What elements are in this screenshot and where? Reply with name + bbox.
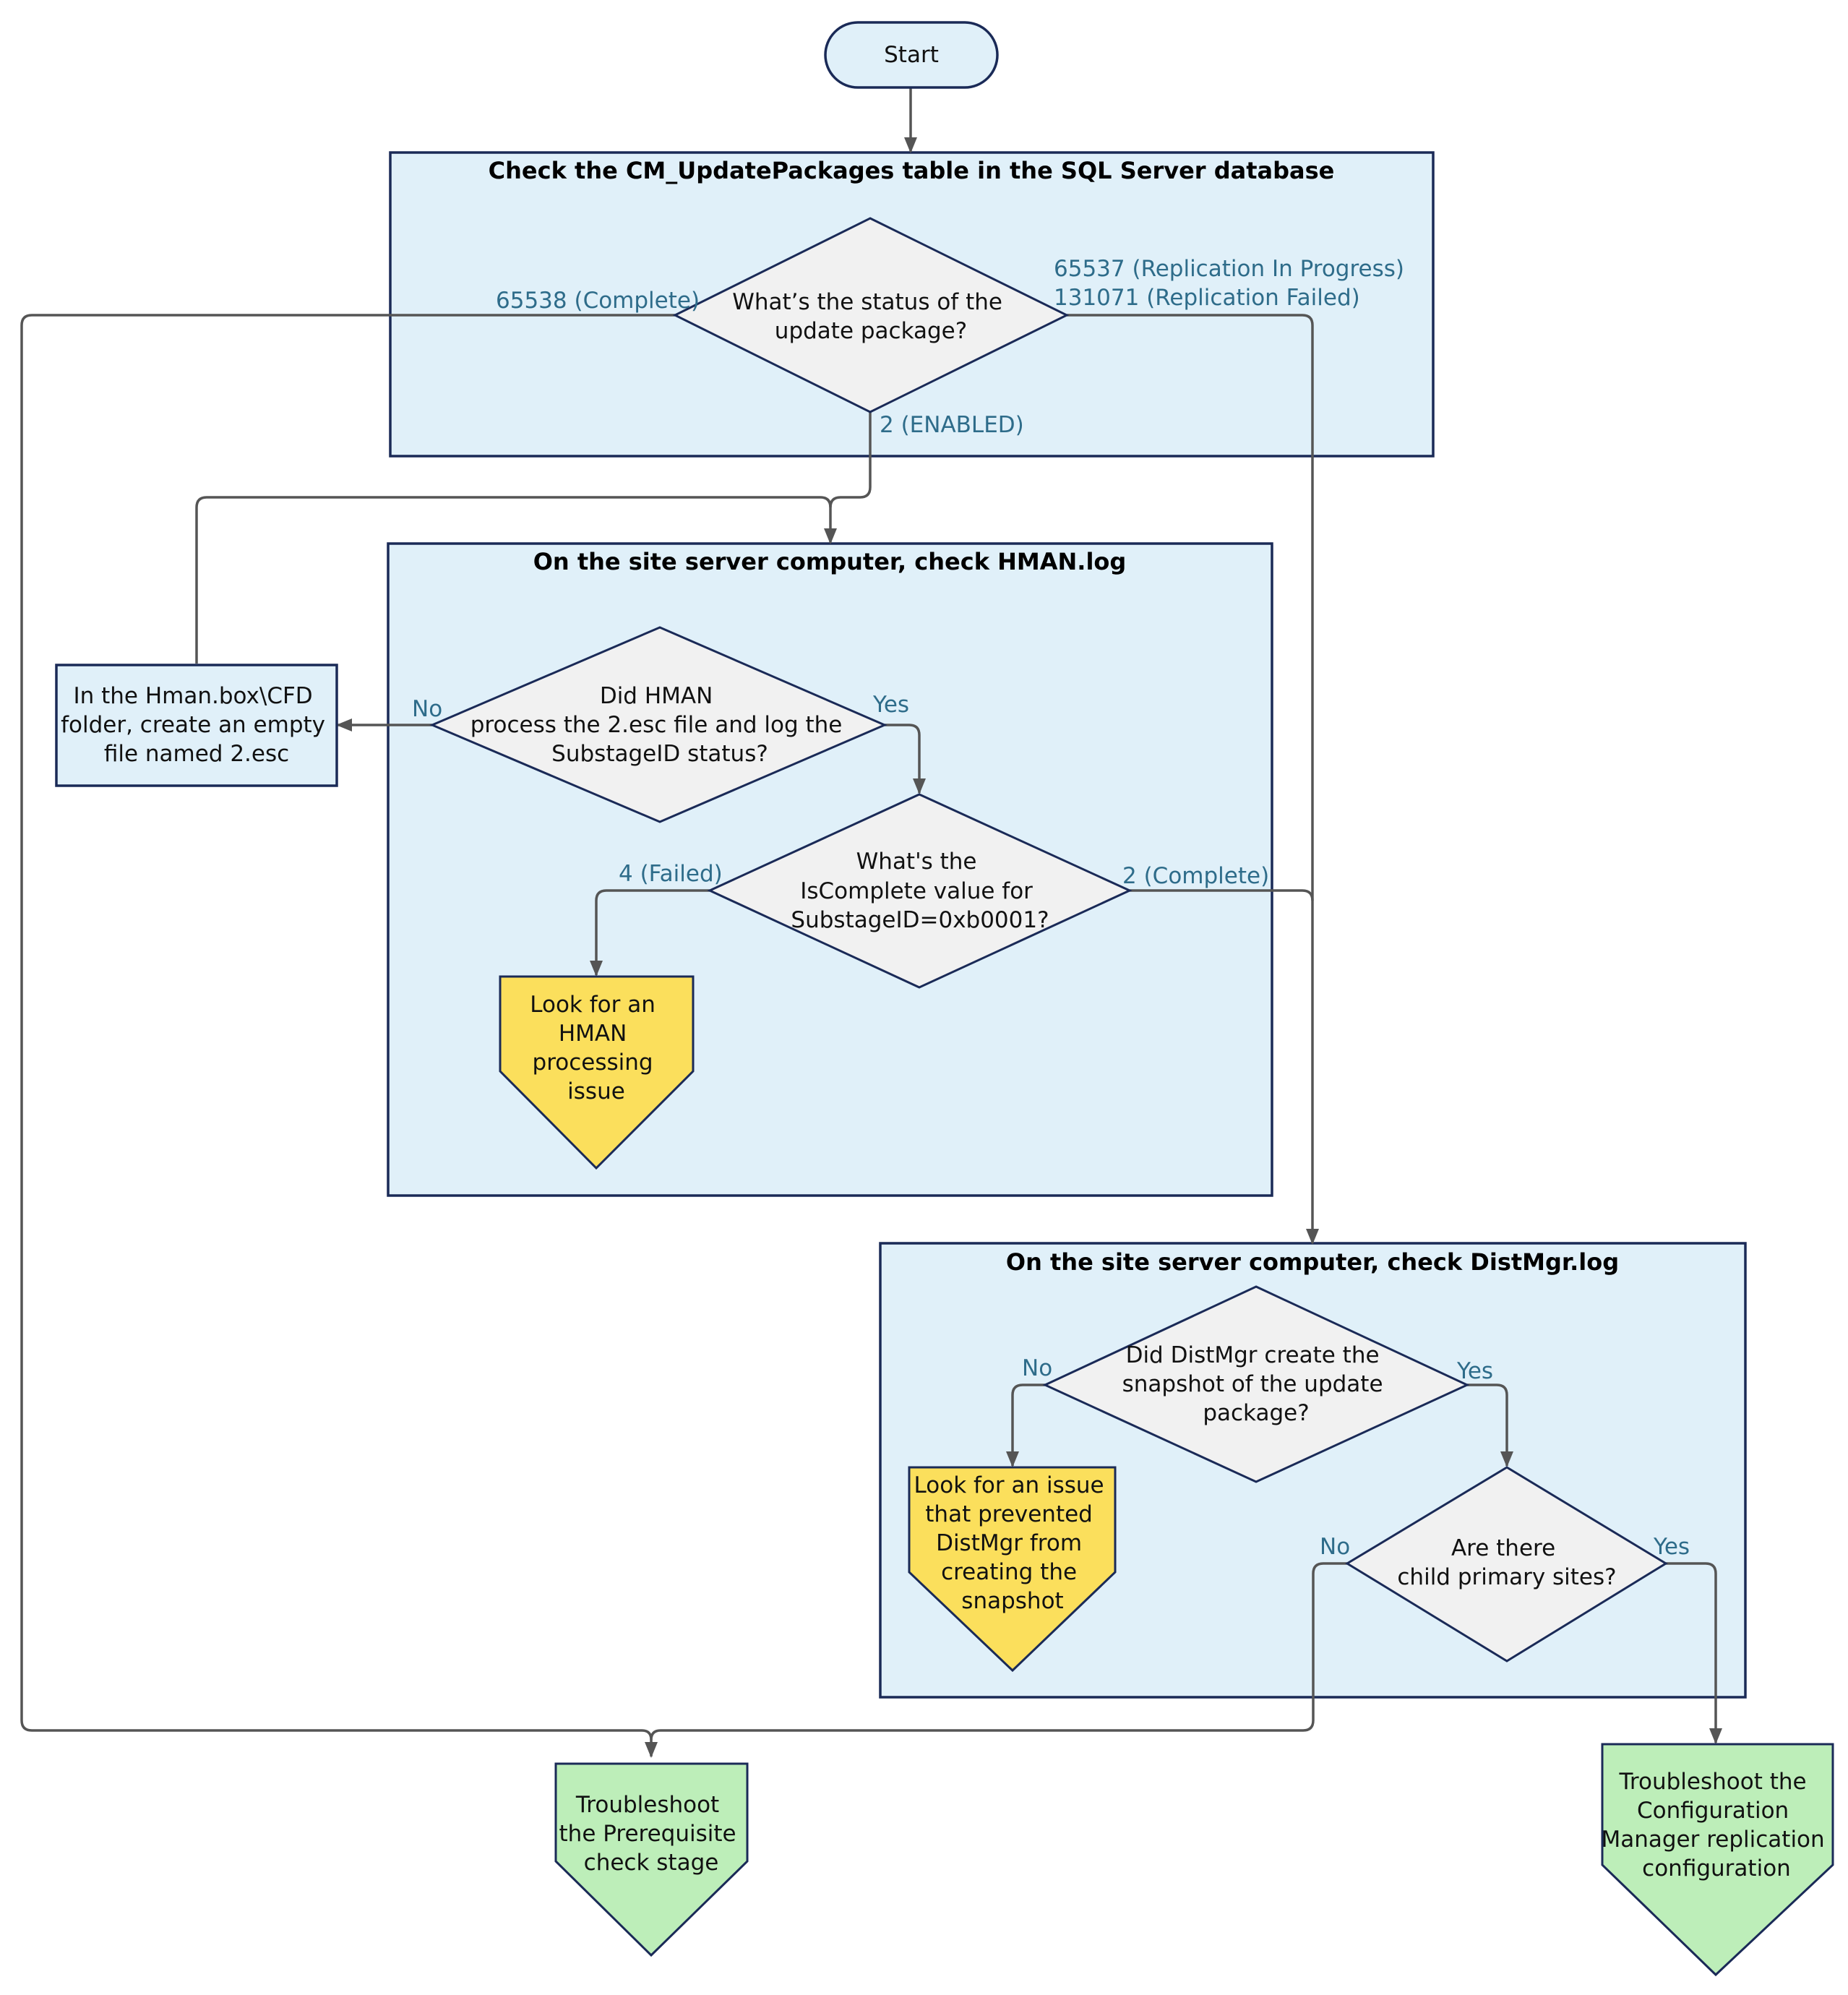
replication-outcome-node: Troubleshoot the Configuration Manager r… (1601, 1743, 1834, 1977)
label-snapshot-yes: Yes (1456, 1358, 1493, 1384)
edge-replication-to-distmgr (1067, 314, 1319, 1245)
label-4-failed: 4 (Failed) (619, 861, 723, 887)
edge-createfile-to-hman (195, 496, 832, 664)
hman-issue-node: Look for an HMAN processing issue (499, 975, 695, 1170)
label-65537-in-progress: 65537 (Replication In Progress) (1054, 256, 1404, 282)
edge-snapshot-yes (1467, 1383, 1513, 1467)
decision-snapshot: Did DistMgr create the snapshot of the u… (1042, 1285, 1470, 1483)
distmgr-issue-text: Look for an issue that prevented DistMgr… (914, 1472, 1112, 1614)
create-empty-file-text: In the Hman.box\CFD folder, create an em… (61, 683, 332, 767)
decision-child-sites: Are there child primary sites? (1345, 1466, 1668, 1662)
edge-complete-to-prereq (20, 314, 675, 1758)
prerequisite-outcome-text: Troubleshoot the Prerequisite check stag… (559, 1792, 744, 1876)
edge-snapshot-no (1006, 1383, 1045, 1467)
label-snapshot-no: No (1022, 1355, 1052, 1381)
label-131071-failed: 131071 (Replication Failed) (1054, 285, 1360, 311)
hman-issue-text: Look for an HMAN processing issue (530, 992, 662, 1104)
decision-update-status-text: What’s the status of the update package? (732, 289, 1010, 344)
sql-check-container: Check the CM_UpdatePackages table in the… (389, 151, 1435, 458)
label-hman-yes: Yes (872, 692, 909, 718)
sql-check-title: Check the CM_UpdatePackages table in the… (489, 157, 1335, 184)
edge-hman-yes (885, 724, 926, 794)
edge-failed-to-issue (590, 889, 710, 977)
label-hman-no: No (412, 696, 442, 722)
decision-child-sites-text: Are there child primary sites? (1397, 1535, 1616, 1590)
label-child-no: No (1320, 1534, 1350, 1560)
decision-iscomplete: What's the IsComplete value for Substage… (707, 793, 1133, 989)
edge-complete-to-distmgr (1130, 889, 1314, 901)
replication-outcome-text: Troubleshoot the Configuration Manager r… (1601, 1769, 1831, 1882)
label-65538-complete: 65538 (Complete) (496, 288, 700, 314)
decision-iscomplete-text: What's the IsComplete value for Substage… (791, 849, 1049, 933)
start-node: Start (824, 21, 999, 89)
edge-child-no (650, 1562, 1347, 1741)
label-2-enabled: 2 (ENABLED) (880, 412, 1024, 438)
label-2-complete: 2 (Complete) (1122, 863, 1269, 889)
start-label: Start (884, 42, 939, 68)
edge-child-yes (1666, 1562, 1722, 1744)
decision-update-status: What’s the status of the update package? (672, 217, 1070, 413)
distmgr-issue-node: Look for an issue that prevented DistMgr… (908, 1466, 1117, 1673)
label-child-yes: Yes (1653, 1534, 1690, 1560)
edge-labels: 65538 (Complete) 65537 (Replication In P… (412, 256, 1690, 1560)
hman-check-title: On the site server computer, check HMAN.… (533, 548, 1127, 575)
decision-hman-processed-text: Did HMAN process the 2.esc file and log … (470, 683, 850, 767)
create-empty-file-node: In the Hman.box\CFD folder, create an em… (55, 664, 338, 787)
connectors (20, 87, 1722, 1758)
decision-hman-processed: Did HMAN process the 2.esc file and log … (429, 626, 888, 823)
distmgr-check-title: On the site server computer, check DistM… (1006, 1248, 1619, 1276)
decision-snapshot-text: Did DistMgr create the snapshot of the u… (1122, 1342, 1391, 1426)
prerequisite-outcome-node: Troubleshoot the Prerequisite check stag… (554, 1762, 749, 1957)
